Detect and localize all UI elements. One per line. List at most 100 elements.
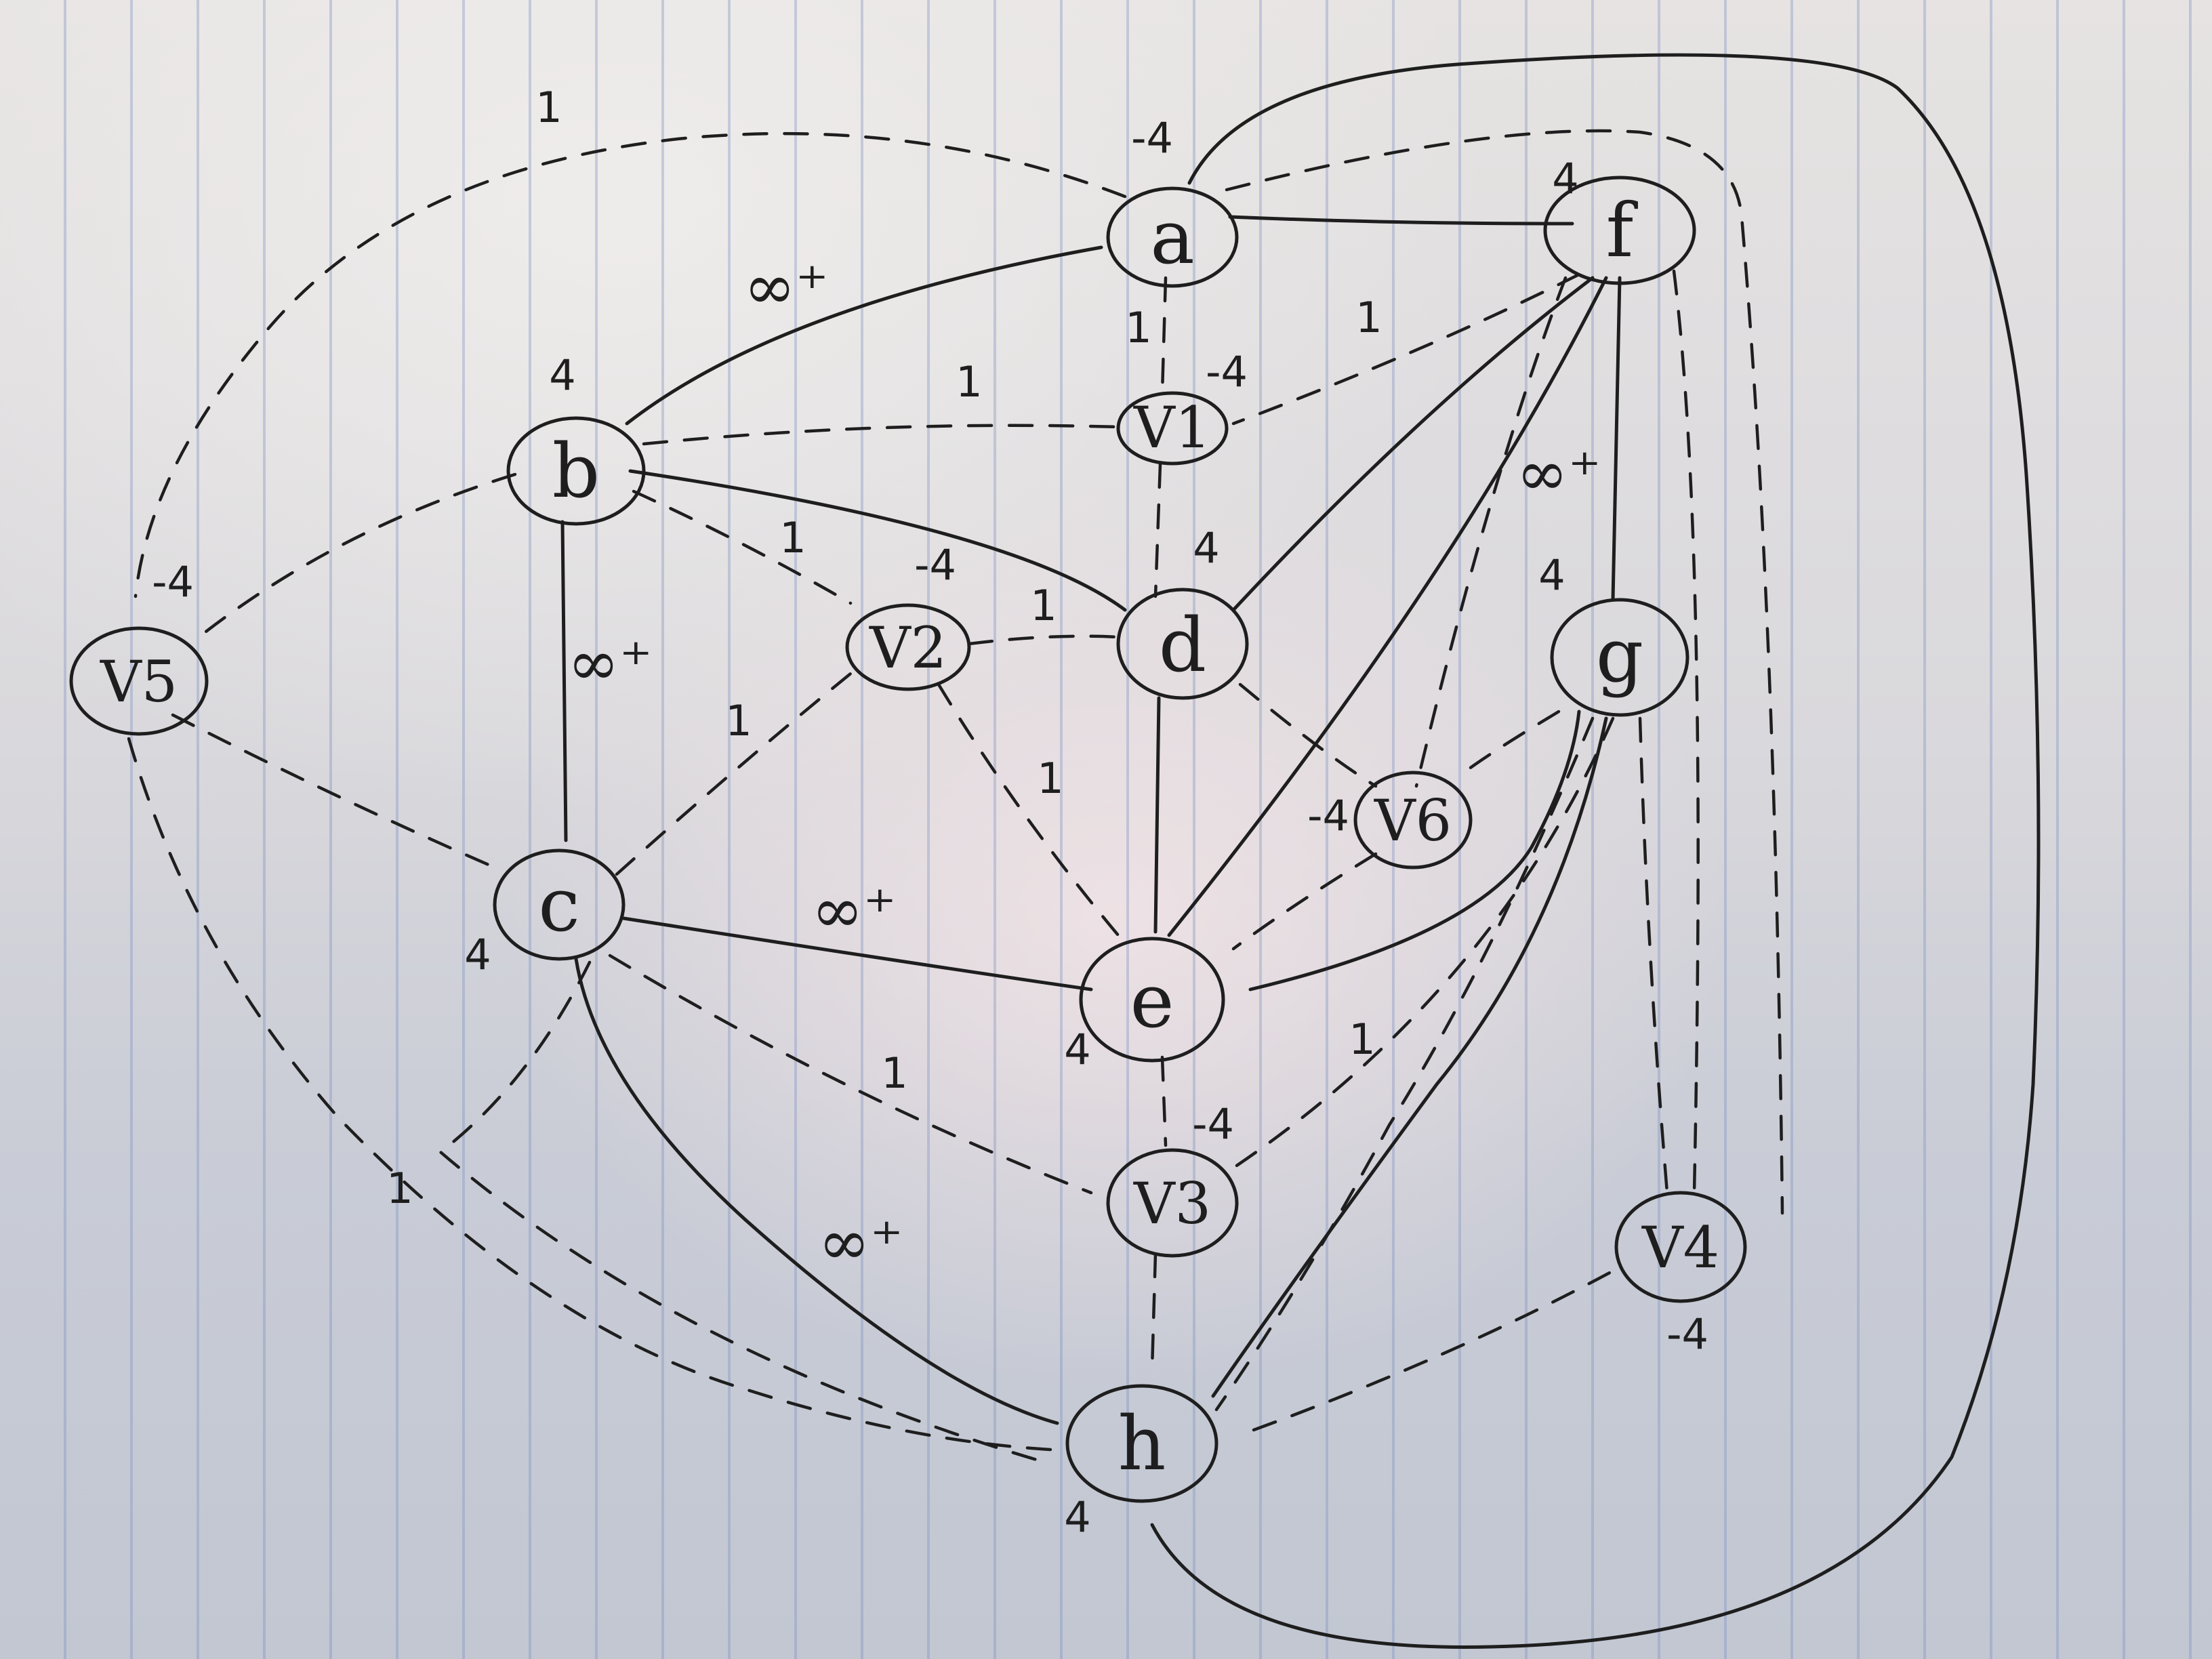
edge-a-v5 (134, 131, 1127, 598)
edge-v3-h (1150, 1252, 1158, 1371)
node-d-circle (1116, 588, 1249, 700)
node-v2-circle (845, 603, 971, 691)
node-h-circle (1065, 1384, 1218, 1503)
edge-c-v3 (608, 954, 1093, 1195)
node-v5[interactable]: V5 (69, 626, 209, 736)
edge-v5-h (127, 737, 1066, 1452)
node-e-circle (1079, 937, 1225, 1063)
node-b-circle (506, 416, 646, 526)
node-v2-label: V2 (869, 615, 947, 681)
node-e[interactable]: e (1079, 937, 1225, 1063)
edge-f-v6 (1414, 276, 1568, 788)
node-v6-circle (1353, 771, 1473, 869)
node-v6[interactable]: V6 (1353, 771, 1473, 869)
node-c-circle (493, 848, 626, 961)
edge-weight-a-v1: 1 (1125, 303, 1151, 352)
weight-v2: -4 (914, 540, 956, 590)
node-a[interactable]: a (1106, 186, 1239, 288)
edge-weights: ∞⁺ ∞⁺ ∞⁺ ∞⁺ ∞⁺ 1 1 1 1 1 1 1 1 1 1 1 (386, 83, 1601, 1279)
edge-f-v4 (1672, 269, 1700, 1195)
edge-e-g (1248, 710, 1581, 991)
edge-v5-c (171, 713, 497, 869)
node-v5-label: V5 (100, 649, 178, 715)
node-a-label: a (1150, 194, 1195, 281)
edge-e-f (1167, 276, 1608, 937)
node-h-label: h (1118, 1400, 1166, 1487)
edge-weight-f-g: ∞⁺ (1516, 437, 1601, 510)
node-d-label: d (1159, 602, 1206, 689)
edge-g-v3 (1225, 716, 1615, 1174)
edge-f-g (1611, 276, 1622, 602)
edge-c-h (574, 957, 1059, 1425)
edge-weight-a-v5: 1 (535, 83, 562, 132)
node-c-label: c (538, 861, 580, 948)
edge-a-h (1150, 53, 2041, 1649)
edge-b-v2 (632, 489, 853, 605)
node-v3[interactable]: V3 (1106, 1148, 1239, 1258)
edge-e-v3 (1160, 1055, 1168, 1147)
edge-d-v6 (1238, 682, 1378, 788)
weight-v6: -4 (1307, 791, 1349, 840)
node-v1-circle (1116, 391, 1229, 466)
node-c[interactable]: c (493, 848, 626, 961)
edge-weight-c-v2: 1 (725, 696, 752, 745)
node-v1[interactable]: V1 (1116, 391, 1229, 466)
node-v4-circle (1614, 1191, 1747, 1303)
edge-weight-c-v3: 1 (881, 1048, 907, 1098)
node-v5-circle (69, 626, 209, 736)
edge-weight-c-e: ∞⁺ (811, 874, 896, 947)
edge-d-e (1153, 696, 1161, 934)
edge-weight-a-b: ∞⁺ (743, 251, 828, 323)
weight-d: 4 (1193, 523, 1219, 573)
node-v2[interactable]: V2 (845, 603, 971, 691)
weight-c: 4 (464, 930, 491, 979)
edge-a-v4 (1225, 129, 1784, 1215)
node-h[interactable]: h (1065, 1384, 1218, 1503)
edge-a-b (625, 245, 1103, 426)
edge-c-e (621, 916, 1093, 991)
weight-v3: -4 (1192, 1099, 1234, 1149)
edge-b-d (628, 469, 1127, 612)
node-g-circle (1550, 598, 1689, 717)
node-a-circle (1106, 186, 1239, 288)
edge-f-v1 (1231, 272, 1581, 426)
edge-c-v2 (615, 669, 856, 876)
edge-h-v4 (1252, 1265, 1622, 1432)
node-v3-label: V3 (1133, 1170, 1211, 1237)
node-v6-label: V6 (1374, 787, 1452, 854)
edge-b-v5 (201, 472, 517, 636)
weight-v4: -4 (1666, 1309, 1708, 1359)
edge-d-f (1231, 276, 1595, 612)
weight-g: 4 (1538, 550, 1565, 600)
node-f[interactable]: f (1543, 176, 1696, 285)
node-g-label: g (1596, 612, 1643, 699)
edge-g-h (1211, 716, 1608, 1398)
edge-weight-v2-d: 1 (1030, 581, 1057, 630)
edge-weight-f-v1: 1 (1355, 293, 1382, 342)
node-v4[interactable]: V4 (1614, 1191, 1747, 1303)
weight-a: -4 (1131, 113, 1173, 163)
edge-weight-b-v1: 1 (956, 357, 982, 407)
dashed-edges (127, 129, 1784, 1466)
node-b[interactable]: b (506, 416, 646, 526)
node-g[interactable]: g (1550, 598, 1689, 717)
weight-b: 4 (549, 350, 575, 400)
edge-b-c (560, 520, 568, 842)
edge-v2-d (967, 634, 1120, 646)
solid-edges (560, 53, 2041, 1649)
edge-c-h-dashed (438, 960, 1052, 1466)
edge-weight-c-h: ∞⁺ (818, 1206, 903, 1279)
edge-a-v1 (1160, 276, 1168, 395)
node-f-label: f (1606, 187, 1639, 274)
weight-v1: -4 (1206, 347, 1248, 396)
edge-v1-d (1153, 462, 1162, 598)
edge-g-v4 (1638, 716, 1669, 1195)
edge-v2-e (937, 682, 1120, 937)
edge-weight-b-c: ∞⁺ (567, 627, 652, 699)
node-weights: -4 4 4 -4 -4 -4 4 4 -4 4 4 -4 -4 4 (152, 113, 1708, 1542)
node-d[interactable]: d (1116, 588, 1249, 700)
weight-f: 4 (1552, 154, 1578, 203)
edge-weight-b-v2: 1 (779, 513, 806, 562)
